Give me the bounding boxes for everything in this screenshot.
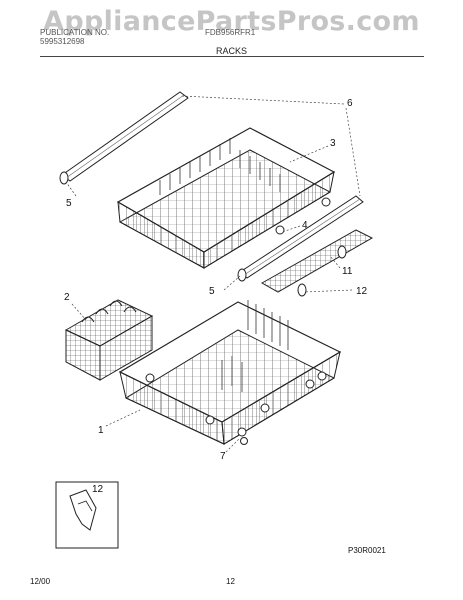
silverware-basket (64, 299, 154, 381)
page-number: 12 (226, 577, 235, 586)
lower-rack (118, 300, 342, 445)
callout-2: 2 (64, 292, 70, 303)
lower-track-rail (237, 195, 364, 282)
detail-inset (55, 481, 119, 549)
publication-label: PUBLICATION NO. (40, 28, 110, 37)
callout-5-lower: 5 (209, 286, 215, 297)
callout-12-inset: 12 (92, 484, 104, 495)
callout-3: 3 (330, 138, 336, 149)
callout-11: 11 (342, 266, 353, 277)
callout-12-upper: 12 (356, 286, 368, 297)
upper-rack (116, 127, 336, 269)
watermark: AppliancePartsPros.com (43, 6, 420, 37)
section-title: RACKS (215, 46, 247, 56)
leader-lines (65, 95, 361, 453)
diagram-code: P30R0021 (348, 546, 386, 555)
publication-number: 5995312698 (40, 37, 85, 46)
header-rule (40, 56, 424, 57)
callout-1: 1 (98, 425, 104, 436)
callout-4: 4 (302, 220, 308, 231)
callout-5-upper: 5 (66, 198, 72, 209)
callout-7: 7 (220, 451, 226, 462)
upper-track-rail (59, 91, 189, 185)
footer-date: 12/00 (30, 577, 51, 586)
model-number: FDB956RFR1 (205, 28, 256, 37)
callout-6: 6 (347, 98, 353, 109)
cup-shelf (260, 229, 374, 297)
